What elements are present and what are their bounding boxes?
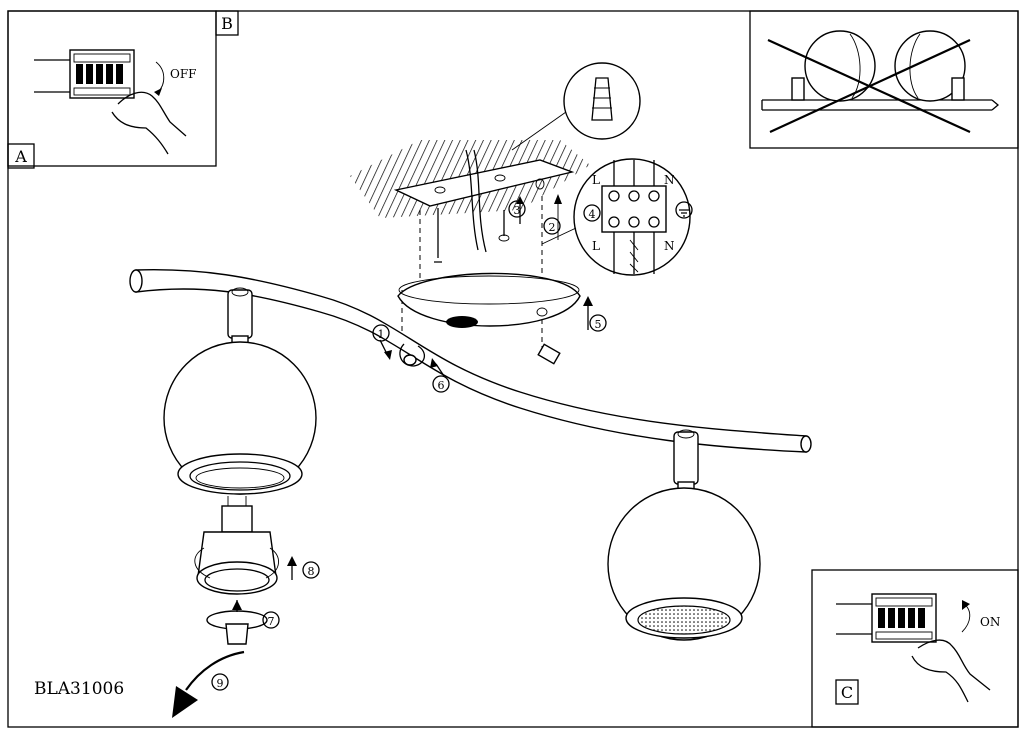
step-number-2: 2 xyxy=(543,217,561,235)
hand-on-icon xyxy=(911,639,991,703)
cross-out-line-2 xyxy=(769,39,971,133)
locking-screw xyxy=(399,343,561,367)
step-number-8: 8 xyxy=(302,561,320,579)
svg-text:8: 8 xyxy=(308,565,315,578)
panel-c-switch-state: ON xyxy=(980,615,1000,629)
wiring-terminal-detail: L N L N xyxy=(541,158,693,276)
page-frame xyxy=(7,10,1019,728)
step-number-3: 3 xyxy=(508,200,526,218)
terminal-label-bottom-left: L xyxy=(592,239,600,253)
step-9-arrow-icon xyxy=(185,650,245,691)
terminal-label-top-right: N xyxy=(664,173,675,187)
canopy xyxy=(397,272,581,327)
gu10-bulb xyxy=(194,496,279,595)
step-number-9: 9 xyxy=(211,673,229,691)
svg-text:7: 7 xyxy=(268,615,275,628)
panel-b-label-box xyxy=(215,10,239,36)
panel-a-label-box xyxy=(7,143,35,169)
panel-c-label-box xyxy=(835,679,859,705)
ceiling-mount xyxy=(350,140,590,350)
breaker-switches-icon xyxy=(73,53,131,96)
panel-a-letter: A xyxy=(14,147,27,166)
wrong-orientation-panel xyxy=(749,10,1019,149)
spotlight-right xyxy=(607,429,761,641)
svg-text:2: 2 xyxy=(549,221,556,234)
panel-b-letter: B xyxy=(221,14,233,33)
svg-text:4: 4 xyxy=(589,208,596,221)
spotlight-left xyxy=(163,287,317,495)
step-number-1: 1 xyxy=(372,324,390,342)
svg-text:5: 5 xyxy=(595,318,602,331)
svg-text:3: 3 xyxy=(514,204,521,217)
step-number-5: 5 xyxy=(589,314,607,332)
panel-c-breaker-on: ON C xyxy=(811,569,1019,728)
step-arrows xyxy=(172,196,593,718)
panel-c-letter: C xyxy=(841,683,853,702)
mounting-bracket xyxy=(393,159,575,207)
step-number-6: 6 xyxy=(432,375,450,393)
panel-b-breaker-off: B OFF xyxy=(7,10,239,167)
svg-text:6: 6 xyxy=(438,379,445,392)
ground-symbol-icon xyxy=(675,201,693,219)
wall-plug-detail xyxy=(511,62,641,151)
step-number-7: 7 xyxy=(262,611,280,629)
hand-icon xyxy=(111,91,187,155)
terminal-label-bottom-right: N xyxy=(664,239,675,253)
model-code: BLA31006 xyxy=(34,679,124,699)
terminal-label-top-left: L xyxy=(592,173,600,187)
cover-ring xyxy=(206,610,268,645)
breaker-switches-on-icon xyxy=(875,597,933,640)
svg-text:1: 1 xyxy=(378,328,385,341)
panel-b-switch-state: OFF xyxy=(170,67,197,81)
svg-text:9: 9 xyxy=(217,677,224,690)
step-number-4: 4 xyxy=(583,204,601,222)
light-bar-arm xyxy=(129,269,812,453)
